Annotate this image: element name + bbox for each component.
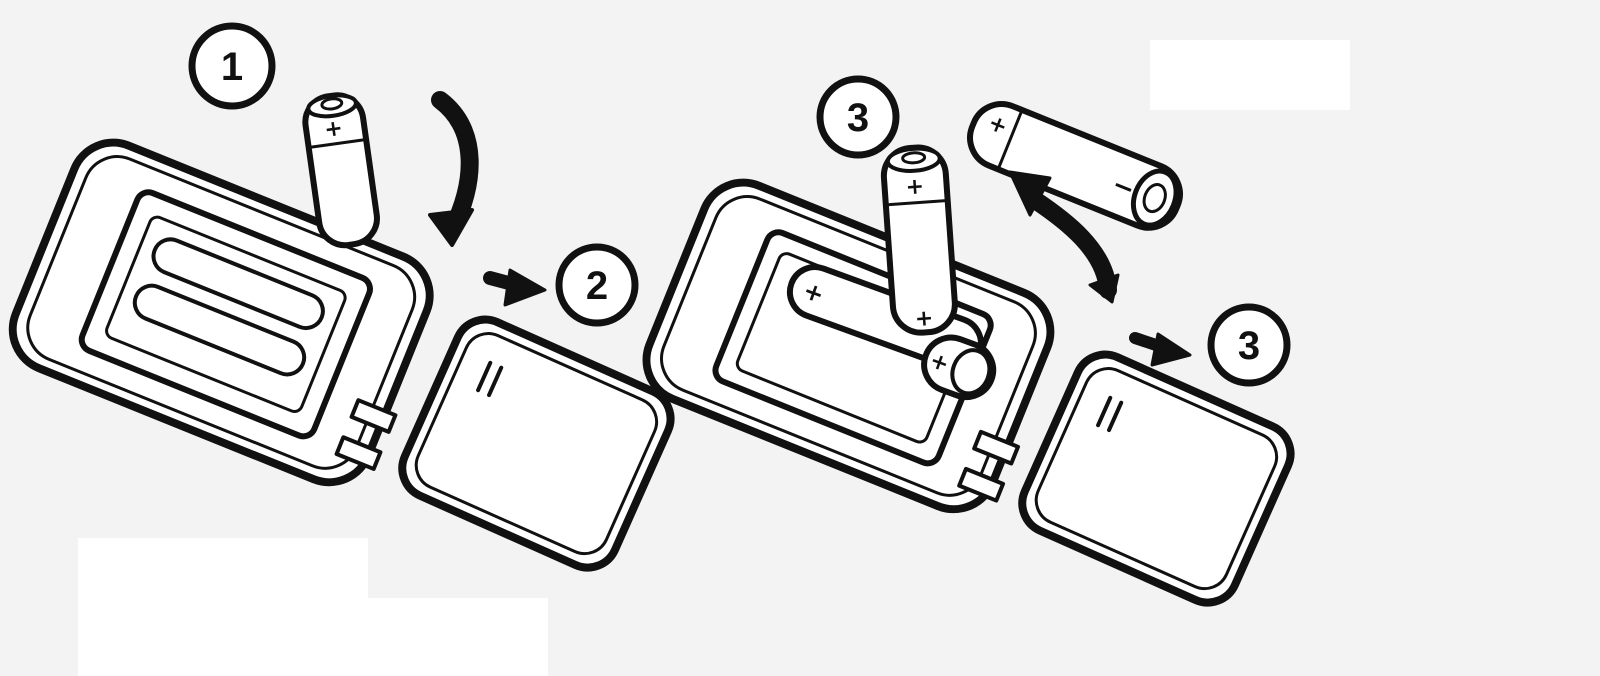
swap-arrow-icon <box>1026 191 1117 299</box>
installed-battery-2: + <box>921 334 997 401</box>
step-2-marker: 2 <box>555 243 639 327</box>
battery-floating: + − <box>967 101 1183 231</box>
cover-grip-line <box>476 360 493 393</box>
blank-patch-top-right <box>1150 40 1350 110</box>
close-arrow-head-icon <box>1150 332 1192 367</box>
left-illustration: + <box>8 91 675 572</box>
step-1-number: 1 <box>221 45 243 89</box>
hinge-tab-4 <box>957 466 1006 503</box>
step-3-marker-right: 3 <box>1207 303 1291 387</box>
battery-cover-left <box>398 315 675 572</box>
cover-grip-line <box>1107 400 1124 433</box>
battery-slot-1 <box>151 237 325 331</box>
blank-patch-left <box>78 538 368 676</box>
step-3-circle-icon <box>816 75 900 159</box>
hinge-tab-3 <box>972 429 1021 466</box>
battery-cover-right <box>1018 350 1295 607</box>
step-2-circle-icon <box>555 243 639 327</box>
right-illustration: + + + + + − <box>642 101 1295 607</box>
step-3-number-right: 3 <box>1238 324 1260 368</box>
step-1-circle-icon <box>188 22 276 110</box>
battery-plus-sign: + <box>323 116 345 143</box>
step-3-marker-left: 3 <box>816 75 900 159</box>
insert-arrow-head-icon <box>428 208 474 247</box>
step-2-number: 2 <box>586 264 608 308</box>
step-3-number-left: 3 <box>847 96 869 140</box>
battery-plus-sign-bottom: + <box>914 306 934 332</box>
blank-patch-left-2 <box>368 598 548 676</box>
step-3-circle-icon <box>1207 303 1291 387</box>
cover-grip-line <box>1096 395 1113 428</box>
battery-right-upright: + + <box>880 144 958 336</box>
cover-grip-line <box>487 365 504 398</box>
battery-slot-2 <box>132 283 307 377</box>
hinge-tab-2 <box>334 435 383 471</box>
battery-left: + <box>302 92 380 249</box>
swap-arrow-head-up-icon <box>1008 170 1052 217</box>
slide-arrow-head-icon <box>503 268 547 307</box>
hinge-tab-1 <box>349 398 398 434</box>
battery-plus-sign: + <box>905 174 925 200</box>
remote-body-left <box>8 138 434 487</box>
swap-arrow-head-down-icon <box>1088 273 1120 304</box>
step-1-marker: 1 <box>188 22 276 110</box>
